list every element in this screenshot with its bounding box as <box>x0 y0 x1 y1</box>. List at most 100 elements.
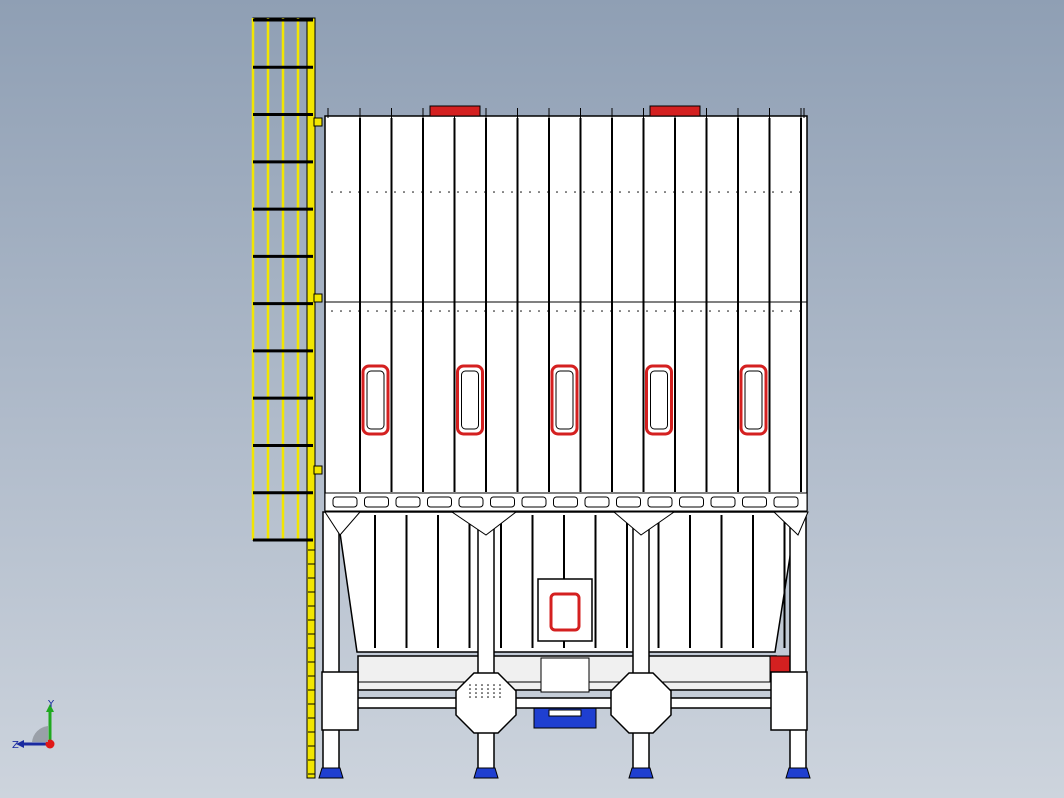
ladder-bracket <box>313 117 323 127</box>
y-axis-head <box>46 704 54 712</box>
cross-beam <box>322 697 807 709</box>
node-plate <box>610 672 672 734</box>
node-bolt <box>499 692 501 694</box>
node-bolt <box>469 692 471 694</box>
bolt-row-dot <box>664 310 666 312</box>
hopper-section <box>336 511 798 729</box>
bolt-row-dot <box>556 310 558 312</box>
bolt-row-dot <box>592 310 594 312</box>
bolt-row-dot <box>691 191 693 193</box>
gusset-plate <box>450 511 518 536</box>
bolt-row-dot <box>529 191 531 193</box>
bolt-row-dot <box>367 191 369 193</box>
bolt-row-dot <box>376 310 378 312</box>
node-bolt <box>469 684 471 686</box>
node-bolt <box>481 696 483 698</box>
tube-sheet-slot <box>458 496 484 508</box>
node-bolt <box>499 688 501 690</box>
top-hatch <box>649 105 701 117</box>
bolt-row-dot <box>394 191 396 193</box>
ladder-bracket <box>313 293 323 303</box>
top-hatch <box>429 105 481 117</box>
support-foot <box>318 767 344 779</box>
support-frame <box>321 511 809 771</box>
tube-sheet-slot <box>647 496 673 508</box>
tube-sheet-slot <box>553 496 578 508</box>
bolt-row-dot <box>583 310 585 312</box>
bolt-row-dot <box>331 191 333 193</box>
bolt-row-dot <box>637 310 639 312</box>
tube-sheet-slot <box>521 496 547 508</box>
node-bolt <box>487 684 489 686</box>
ladder-bracket <box>313 465 323 475</box>
tube-sheet-slot <box>773 496 799 508</box>
y-axis-label: Y <box>47 699 55 710</box>
bolt-row-dot <box>466 310 468 312</box>
bolt-row-dot <box>511 191 513 193</box>
bolt-row-dot <box>655 310 657 312</box>
bolt-row-dot <box>430 191 432 193</box>
bolt-row-dot <box>601 310 603 312</box>
access-door <box>549 592 581 632</box>
node-bolt <box>493 696 495 698</box>
z-axis-head <box>16 740 24 748</box>
bolt-row-dot <box>511 310 513 312</box>
inspection-door-inner <box>461 370 479 430</box>
support-foot <box>628 767 654 779</box>
tube-sheet-slot <box>616 496 641 508</box>
node-bolt <box>493 692 495 694</box>
node-bolt <box>499 696 501 698</box>
bolt-row-dot <box>754 191 756 193</box>
access-door-frame <box>537 578 593 642</box>
bolt-row-dot <box>403 310 405 312</box>
bolt-row-dot <box>574 191 576 193</box>
node-bolt <box>481 684 483 686</box>
bolt-row-dot <box>646 310 648 312</box>
bolt-row-dot <box>493 191 495 193</box>
node-bolt <box>481 692 483 694</box>
bolt-row-dot <box>619 191 621 193</box>
node-bolt <box>487 692 489 694</box>
bolt-row-dot <box>700 310 702 312</box>
tube-sheet-slot <box>364 496 389 508</box>
ladder-cage <box>251 17 323 779</box>
bolt-row-dot <box>790 310 792 312</box>
node-bolt <box>469 688 471 690</box>
bolt-row-dot <box>466 191 468 193</box>
inspection-door <box>645 364 673 436</box>
bolt-row-dot <box>763 191 765 193</box>
corner-plate <box>770 671 808 731</box>
bolt-row-dot <box>520 310 522 312</box>
node-bolt <box>493 688 495 690</box>
tube-sheet-slot <box>742 496 767 508</box>
tube-sheet-slot <box>584 496 610 508</box>
bolt-row-dot <box>646 191 648 193</box>
bolt-row-dot <box>502 310 504 312</box>
support-foot <box>785 767 811 779</box>
node-bolt <box>487 696 489 698</box>
bolt-row-dot <box>538 191 540 193</box>
gusset-plate <box>772 511 809 536</box>
discharge-chute <box>540 657 590 693</box>
tube-sheet-slot <box>332 496 358 508</box>
inspection-doors <box>361 364 768 436</box>
housing-panel <box>324 115 808 511</box>
bolt-row-dot <box>781 191 783 193</box>
node-bolt <box>475 692 477 694</box>
inspection-door <box>550 364 579 436</box>
bolt-row-dot <box>601 191 603 193</box>
bolt-row-dot <box>349 310 351 312</box>
bolt-row-dot <box>349 191 351 193</box>
tube-sheet-slot <box>710 496 736 508</box>
inspection-door <box>361 364 390 436</box>
bolt-row-dot <box>385 310 387 312</box>
filter-housing <box>324 108 808 512</box>
bolt-row-dot <box>457 191 459 193</box>
node-bolt <box>475 696 477 698</box>
bolt-row-dot <box>565 191 567 193</box>
bolt-row-dot <box>628 310 630 312</box>
bolt-row-dot <box>709 191 711 193</box>
bolt-row-dot <box>772 310 774 312</box>
support-foot <box>473 767 499 779</box>
